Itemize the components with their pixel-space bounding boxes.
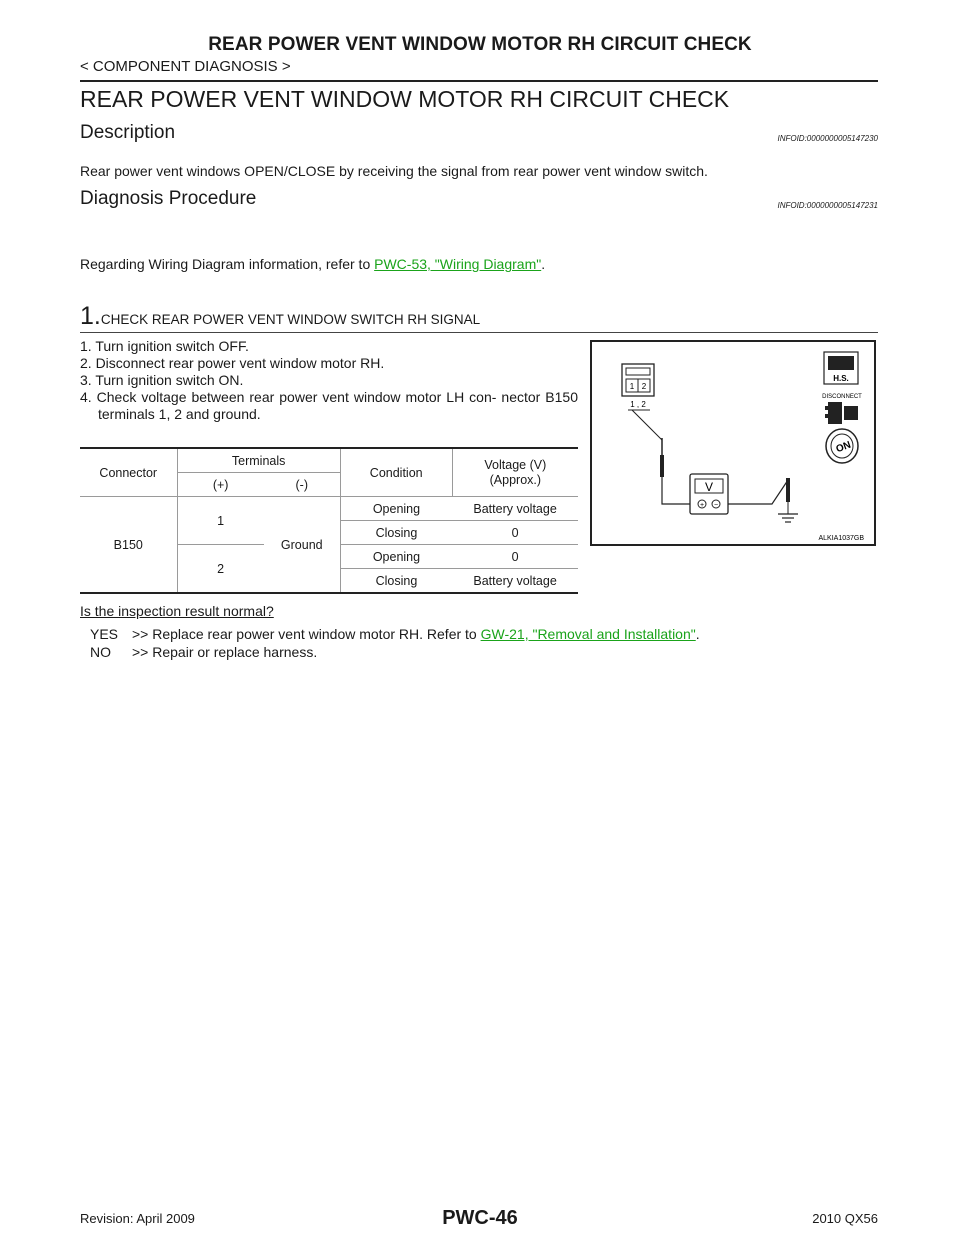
description-heading: Description [80, 122, 176, 143]
section-breadcrumb: < COMPONENT DIAGNOSIS > [80, 58, 291, 75]
ignition-on-label: ON [835, 440, 853, 455]
header-connector: Connector [80, 447, 178, 497]
cell-terminal: 2 [176, 544, 264, 594]
diagnosis-intro-suffix: . [541, 256, 546, 272]
inspection-question: Is the inspection result normal? [80, 603, 274, 619]
cell-voltage: 0 [452, 544, 578, 569]
header-terminals: Terminals [176, 447, 341, 473]
header-voltage-approx: (Approx.) [489, 472, 542, 487]
cell-condition: Opening [339, 496, 453, 521]
procedure-step: 4. Check voltage between rear power vent… [80, 389, 578, 422]
procedure-step: 3. Turn ignition switch ON. [80, 372, 244, 388]
meter-plus: + [700, 502, 704, 509]
connector-icon: 1 2 [621, 363, 655, 397]
result-no-text: >> Repair or replace harness. [132, 644, 318, 660]
pin-2-label: 2 [642, 382, 647, 391]
footer-page-number: PWC-46 [442, 1207, 518, 1229]
header-minus: (-) [263, 472, 341, 497]
result-no: NO >> Repair or replace harness. [90, 644, 317, 660]
cell-condition: Closing [339, 520, 453, 545]
step-1-heading: 1.CHECK REAR POWER VENT WINDOW SWITCH RH… [80, 302, 480, 331]
voltmeter-icon: V + − [689, 473, 729, 515]
running-title: REAR POWER VENT WINDOW MOTOR RH CIRCUIT … [208, 34, 752, 55]
page-title: REAR POWER VENT WINDOW MOTOR RH CIRCUIT … [80, 86, 730, 112]
header-voltage: Voltage (V) (Approx.) [451, 447, 578, 497]
figure-code: ALKIA1037GB [818, 535, 864, 542]
cell-voltage: 0 [452, 520, 578, 545]
header-divider [80, 80, 878, 82]
header-condition: Condition [339, 447, 453, 497]
procedure-steps: 1. Turn ignition switch OFF. 2. Disconne… [80, 338, 578, 423]
cell-condition: Opening [339, 544, 453, 569]
circuit-illustration-svg: 1 2 1 , 2 V + − [621, 351, 864, 542]
ground-lead [728, 478, 790, 514]
procedure-step: 2. Disconnect rear power vent window mot… [80, 355, 385, 371]
voltage-spec-table: Connector Terminals Condition Voltage (V… [80, 447, 578, 594]
circuit-illustration: 1 2 1 , 2 V + − [590, 340, 876, 546]
diagnosis-infoid: INFOID:0000000005147231 [777, 201, 878, 210]
description-text: Rear power vent windows OPEN/CLOSE by re… [80, 163, 708, 179]
footer-revision: Revision: April 2009 [80, 1211, 195, 1226]
footer-model: 2010 QX56 [812, 1211, 878, 1226]
disconnect-label: DISCONNECT [822, 394, 862, 400]
cell-condition: Closing [339, 568, 453, 594]
removal-installation-link[interactable]: GW-21, "Removal and Installation" [480, 626, 696, 642]
step-divider [80, 332, 878, 333]
header-plus: (+) [176, 472, 264, 497]
result-yes-key: YES [90, 626, 119, 642]
pin-1-label: 1 [630, 382, 635, 391]
ignition-on-icon: ON [825, 428, 859, 464]
step-number: 1. [80, 302, 101, 330]
probe-lead [660, 438, 690, 505]
wiring-diagram-link[interactable]: PWC-53, "Wiring Diagram" [374, 256, 542, 272]
step-title: CHECK REAR POWER VENT WINDOW SWITCH RH S… [100, 312, 481, 327]
terminals-label: 1 , 2 [630, 400, 646, 409]
hs-icon: H.S. [823, 351, 859, 385]
hs-label: H.S. [833, 374, 849, 383]
diagnosis-heading: Diagnosis Procedure [80, 188, 257, 209]
meter-minus: − [714, 502, 718, 509]
cell-connector: B150 [80, 496, 178, 594]
cell-terminal: 1 [176, 496, 264, 545]
result-no-key: NO [90, 644, 111, 660]
cell-voltage: Battery voltage [452, 496, 578, 521]
cell-ground: Ground [263, 496, 341, 594]
header-voltage-unit: Voltage (V) [484, 457, 547, 472]
diagnosis-intro: Regarding Wiring Diagram information, re… [80, 256, 545, 272]
voltmeter-symbol: V [705, 480, 713, 494]
procedure-step: 1. Turn ignition switch OFF. [80, 338, 249, 354]
result-yes-suffix: . [695, 626, 700, 642]
result-yes-prefix: >> Replace rear power vent window motor … [132, 626, 481, 642]
diagnosis-intro-prefix: Regarding Wiring Diagram information, re… [80, 256, 375, 272]
cell-voltage: Battery voltage [452, 568, 578, 594]
result-yes: YES >> Replace rear power vent window mot… [90, 626, 700, 642]
ground-symbol [778, 513, 798, 523]
description-infoid: INFOID:0000000005147230 [777, 134, 878, 143]
disconnect-icon [825, 402, 858, 424]
